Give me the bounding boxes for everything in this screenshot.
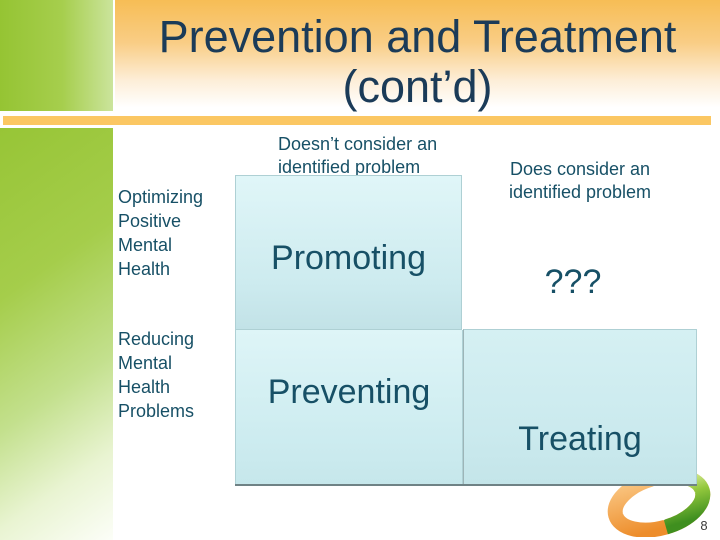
promoting-label: Promoting [271, 239, 426, 277]
title-band: Prevention and Treatment (cont’d) [115, 0, 720, 112]
sidebar-green-block-top [0, 0, 113, 111]
accent-bar [3, 116, 711, 125]
matrix-bottom-edge [235, 484, 697, 486]
column-header-does-consider: Does consider an identified problem [508, 159, 652, 202]
column-header-doesnt-consider: Doesn’t consider an identified problem [278, 134, 438, 177]
page-number: 8 [700, 518, 708, 533]
preventing-label: Preventing [267, 373, 431, 411]
sidebar-green-block-bottom [0, 128, 113, 540]
matrix-cell-promoting: Promoting [235, 175, 462, 330]
row-label-reducing: Reducing Mental Health Problems [118, 329, 195, 421]
matrix-cell-unknown: ??? [544, 263, 602, 301]
row-label-optimizing: Optimizing Positive Mental Health [118, 187, 204, 279]
slide-title-line1: Prevention and Treatment [158, 11, 677, 62]
treating-label: Treating [518, 420, 642, 458]
matrix-cell-preventing: Preventing [235, 330, 463, 485]
matrix-cell-treating: Treating [463, 329, 697, 485]
slide-title-line2: (cont’d) [342, 61, 493, 112]
